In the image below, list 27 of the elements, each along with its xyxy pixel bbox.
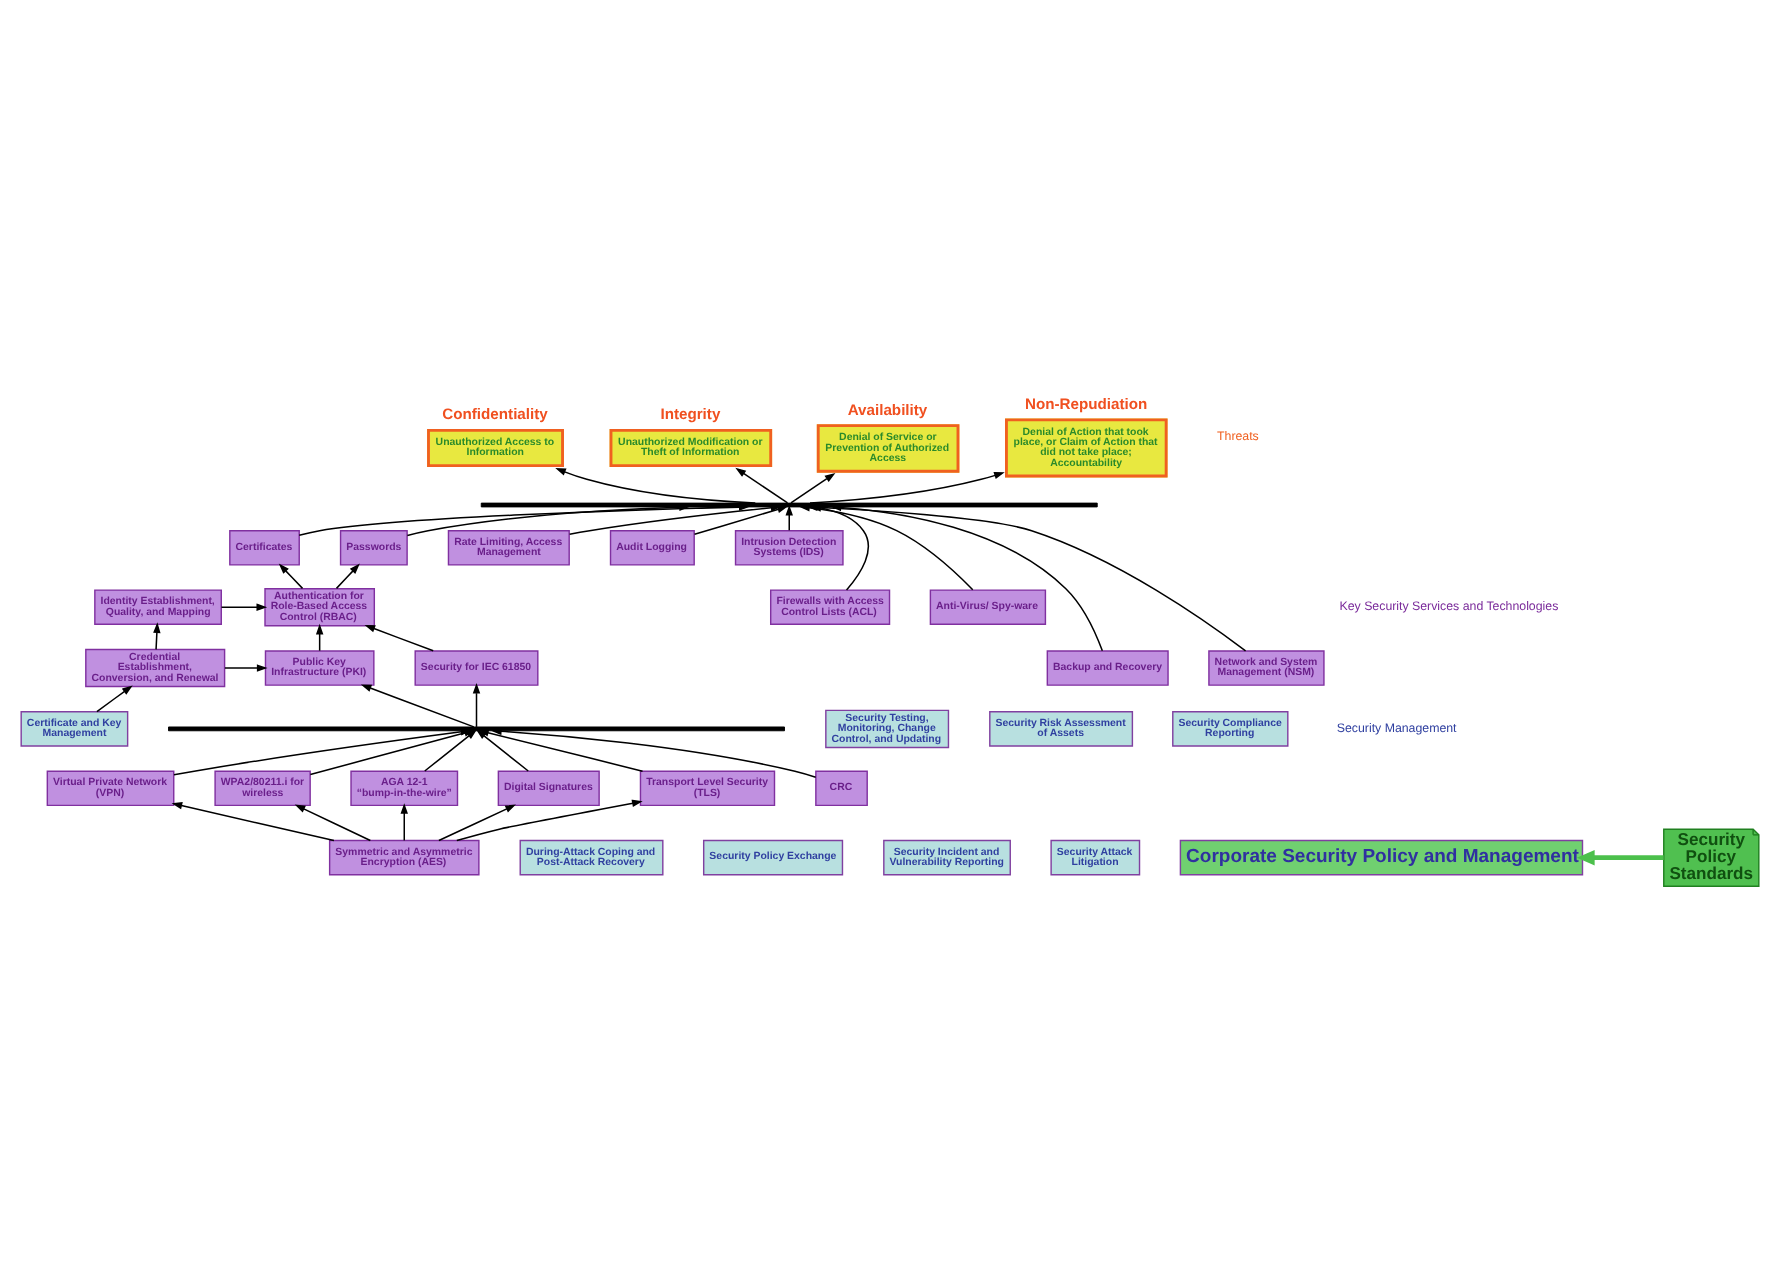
arrow (171, 802, 335, 842)
arrow (224, 664, 268, 672)
arrow (491, 727, 817, 779)
arrow (220, 603, 268, 611)
node-label: Non-Repudiation (1024, 394, 1148, 413)
arrow (735, 467, 789, 504)
arrow (790, 472, 836, 504)
arrow (809, 472, 1005, 504)
arrow (360, 684, 475, 728)
node-label: Availability (847, 400, 928, 419)
arrow (472, 682, 481, 728)
arrow (96, 685, 133, 713)
arrow (400, 803, 408, 842)
arrow (456, 799, 643, 842)
arrow (364, 625, 434, 652)
node-bar (480, 502, 1098, 508)
node-bar (168, 726, 785, 732)
arrow (555, 468, 757, 504)
node-box: Corporate Security Policy and Management (1179, 839, 1584, 876)
arrow (1576, 849, 1664, 866)
node-label: Confidentiality (442, 405, 548, 424)
arrow (294, 804, 372, 842)
node-label: Integrity (660, 405, 721, 424)
arrow (438, 804, 516, 842)
arrow (785, 504, 793, 531)
arrow (335, 563, 360, 590)
arrow (278, 563, 304, 590)
